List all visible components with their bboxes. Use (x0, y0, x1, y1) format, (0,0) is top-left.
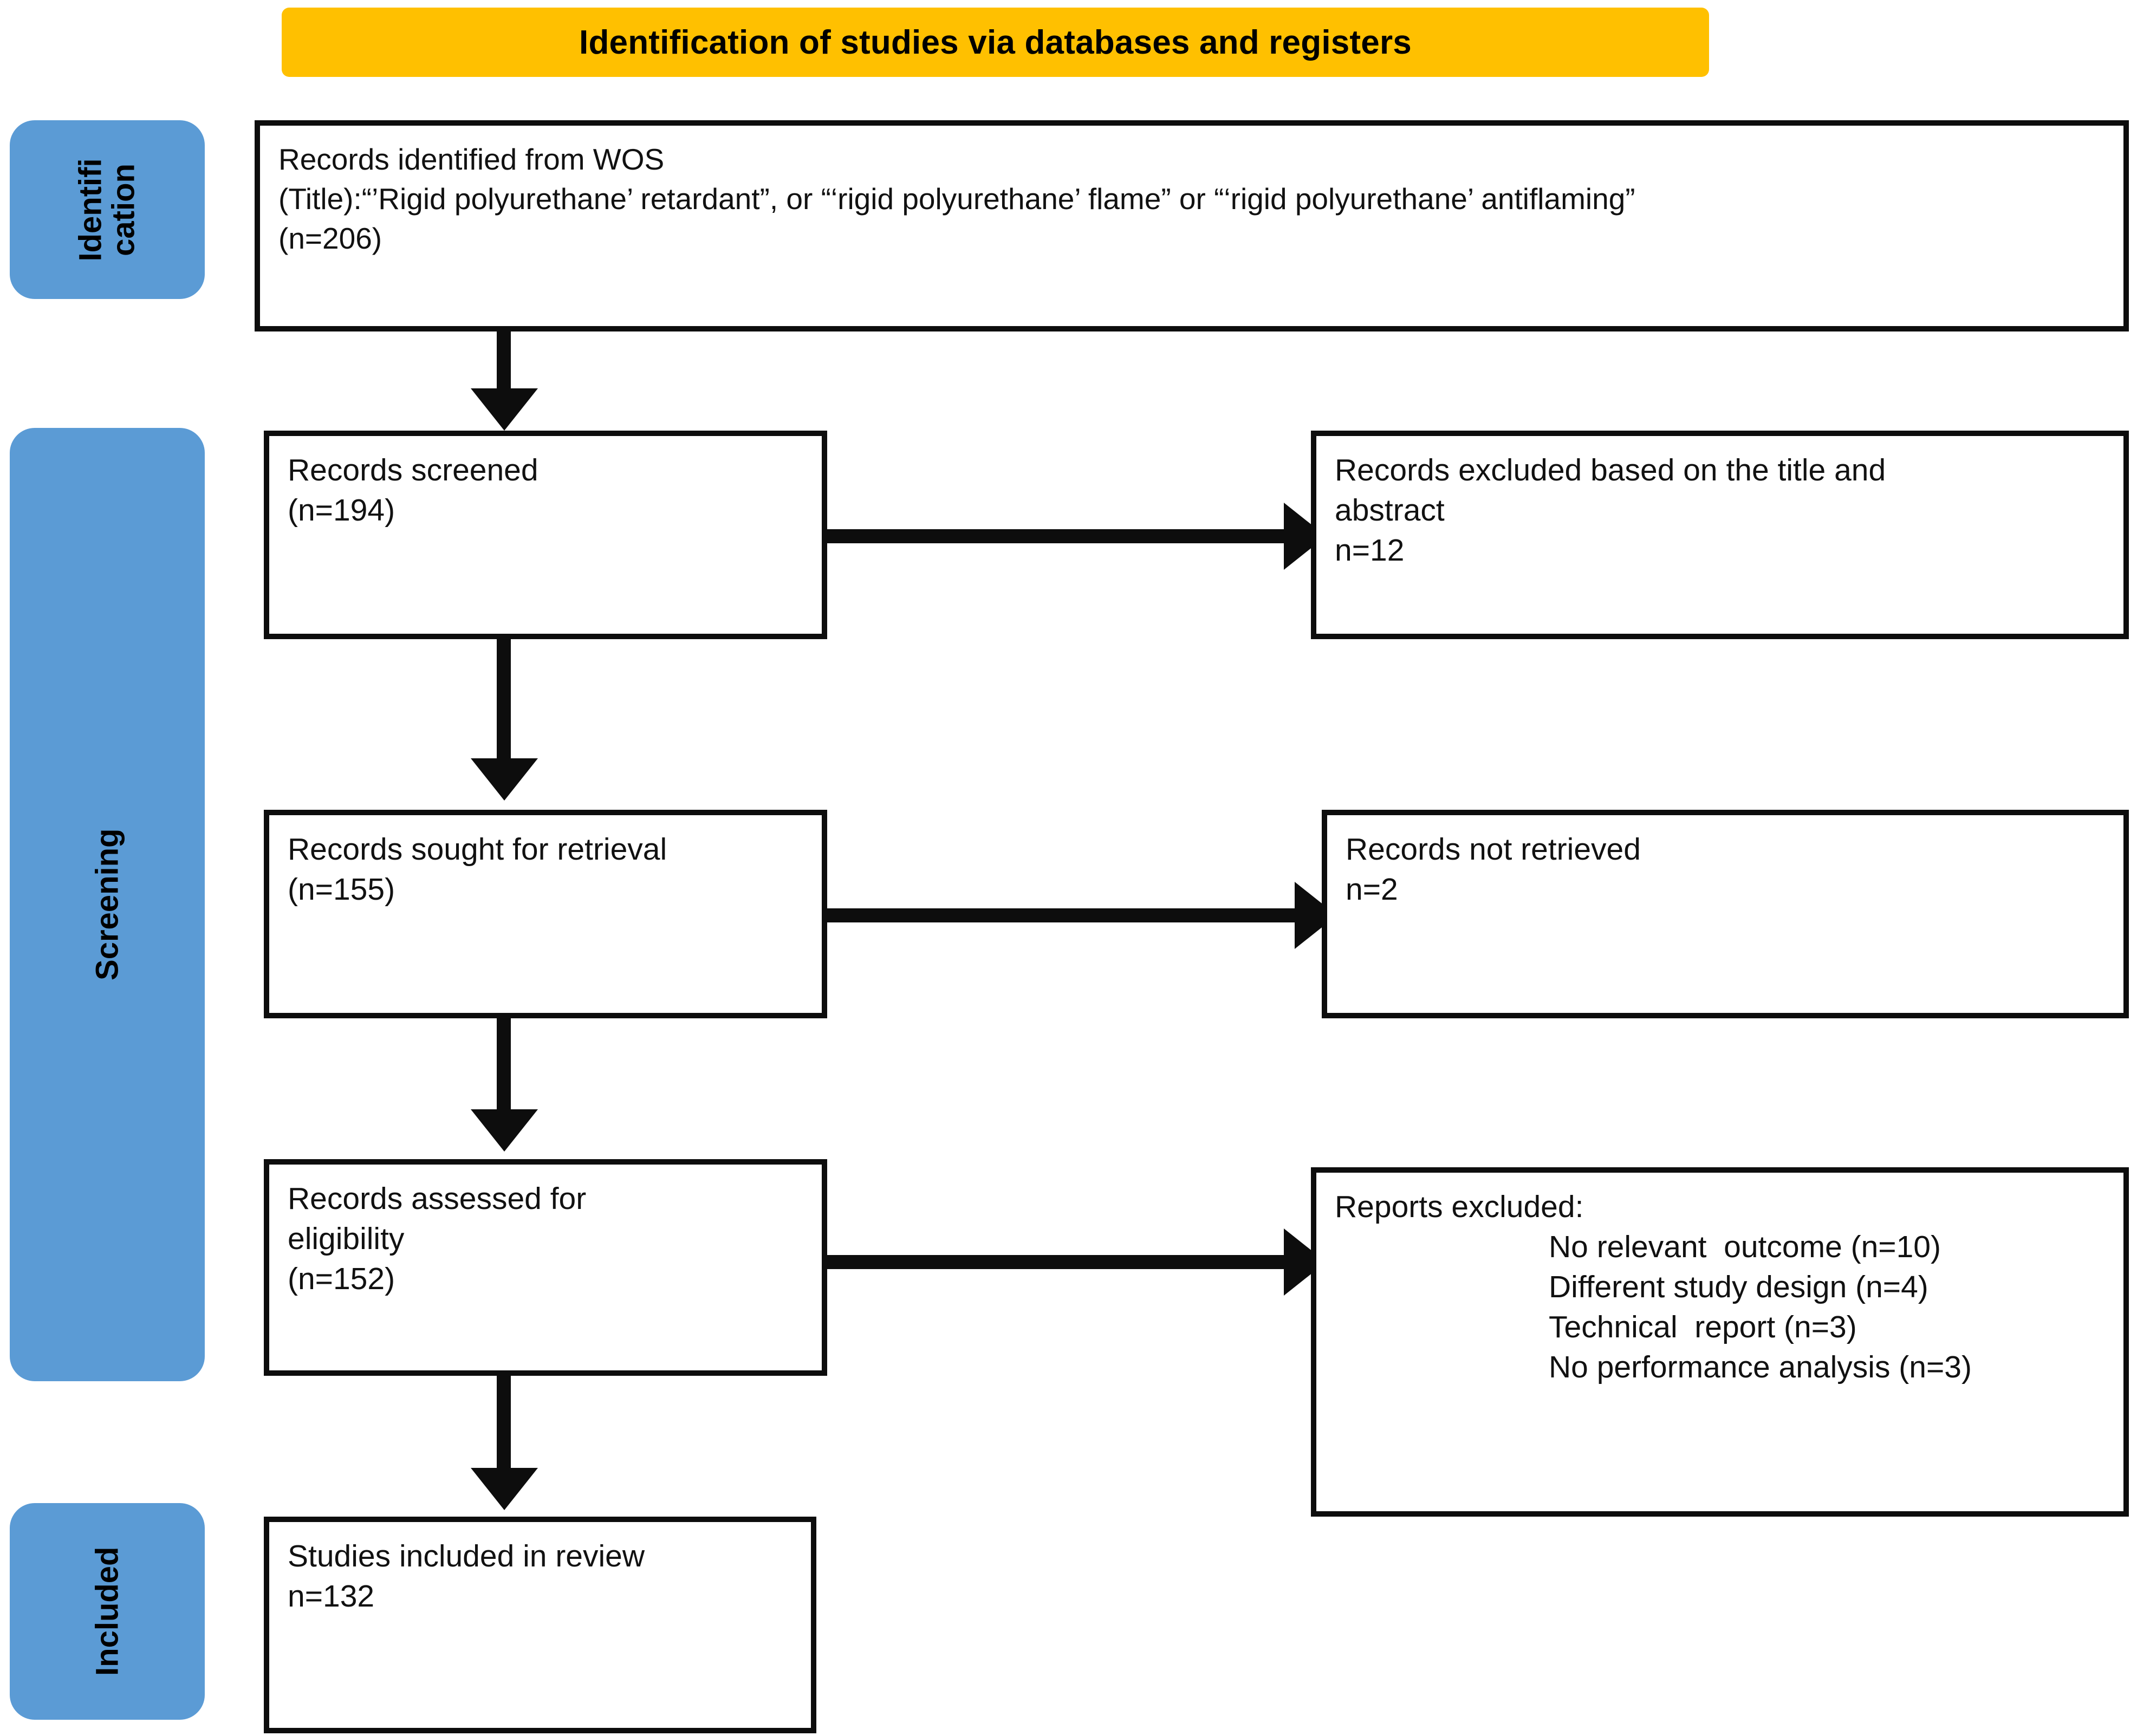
arrow-assessed-to-included-head (471, 1468, 538, 1510)
stage-label-identification-text: Identifi cation (73, 158, 141, 262)
box-records-screened: Records screened (n=194) (264, 431, 827, 639)
box-records-not-retrieved: Records not retrieved n=2 (1322, 810, 2129, 1018)
box-records-screened-text: Records screened (n=194) (288, 453, 538, 528)
arrow-sought-to-assessed-head (471, 1109, 538, 1152)
box-records-identified-text: Records identified from WOS (Title):“’Ri… (278, 142, 1635, 256)
arrow-screened-to-excluded-stem (824, 529, 1290, 543)
box-records-assessed-for-eligibility-text: Records assessed for eligibility (n=152) (288, 1181, 587, 1297)
box-reports-excluded-heading: Reports excluded: (1335, 1189, 1584, 1224)
box-records-excluded-title-abstract-text: Records excluded based on the title and … (1335, 453, 1886, 568)
arrow-screened-to-sought-head (471, 758, 538, 801)
box-records-excluded-title-abstract: Records excluded based on the title and … (1311, 431, 2129, 639)
stage-label-included-text: Included (89, 1546, 125, 1676)
arrow-assessed-to-included-stem (497, 1376, 511, 1473)
stage-label-identification: Identifi cation (10, 120, 205, 299)
stage-label-screening: Screening (10, 428, 205, 1381)
box-studies-included-in-review: Studies included in review n=132 (264, 1517, 816, 1733)
reports-excluded-reason-item: No performance analysis (n=3) (1549, 1350, 1972, 1385)
box-records-sought-for-retrieval: Records sought for retrieval (n=155) (264, 810, 827, 1018)
reports-excluded-reason-item: Technical report (n=3) (1549, 1310, 1857, 1345)
reports-excluded-reason-list: No relevant outcome (n=10) Different stu… (1549, 1227, 2105, 1387)
arrow-identified-to-screened-head (471, 388, 538, 431)
reports-excluded-reason-item: Different study design (n=4) (1549, 1270, 1928, 1305)
arrow-assessed-to-reports-excluded-stem (824, 1255, 1290, 1269)
box-records-identified: Records identified from WOS (Title):“’Ri… (255, 120, 2129, 331)
box-reports-excluded: Reports excluded: No relevant outcome (n… (1311, 1167, 2129, 1517)
banner-title: Identification of studies via databases … (579, 23, 1412, 61)
reports-excluded-reason-item: No relevant outcome (n=10) (1549, 1230, 1941, 1265)
box-studies-included-in-review-text: Studies included in review n=132 (288, 1539, 645, 1614)
arrow-sought-to-assessed-stem (497, 1018, 511, 1115)
box-records-sought-for-retrieval-text: Records sought for retrieval (n=155) (288, 832, 667, 907)
arrow-sought-to-not-retrieved-stem (824, 908, 1301, 922)
arrow-screened-to-sought-stem (497, 639, 511, 764)
box-records-not-retrieved-text: Records not retrieved n=2 (1346, 832, 1641, 907)
box-records-assessed-for-eligibility: Records assessed for eligibility (n=152) (264, 1159, 827, 1376)
banner-identification-header: Identification of studies via databases … (282, 8, 1709, 77)
arrow-identified-to-screened-stem (497, 331, 511, 396)
stage-label-included: Included (10, 1503, 205, 1720)
stage-label-screening-text: Screening (89, 828, 125, 981)
